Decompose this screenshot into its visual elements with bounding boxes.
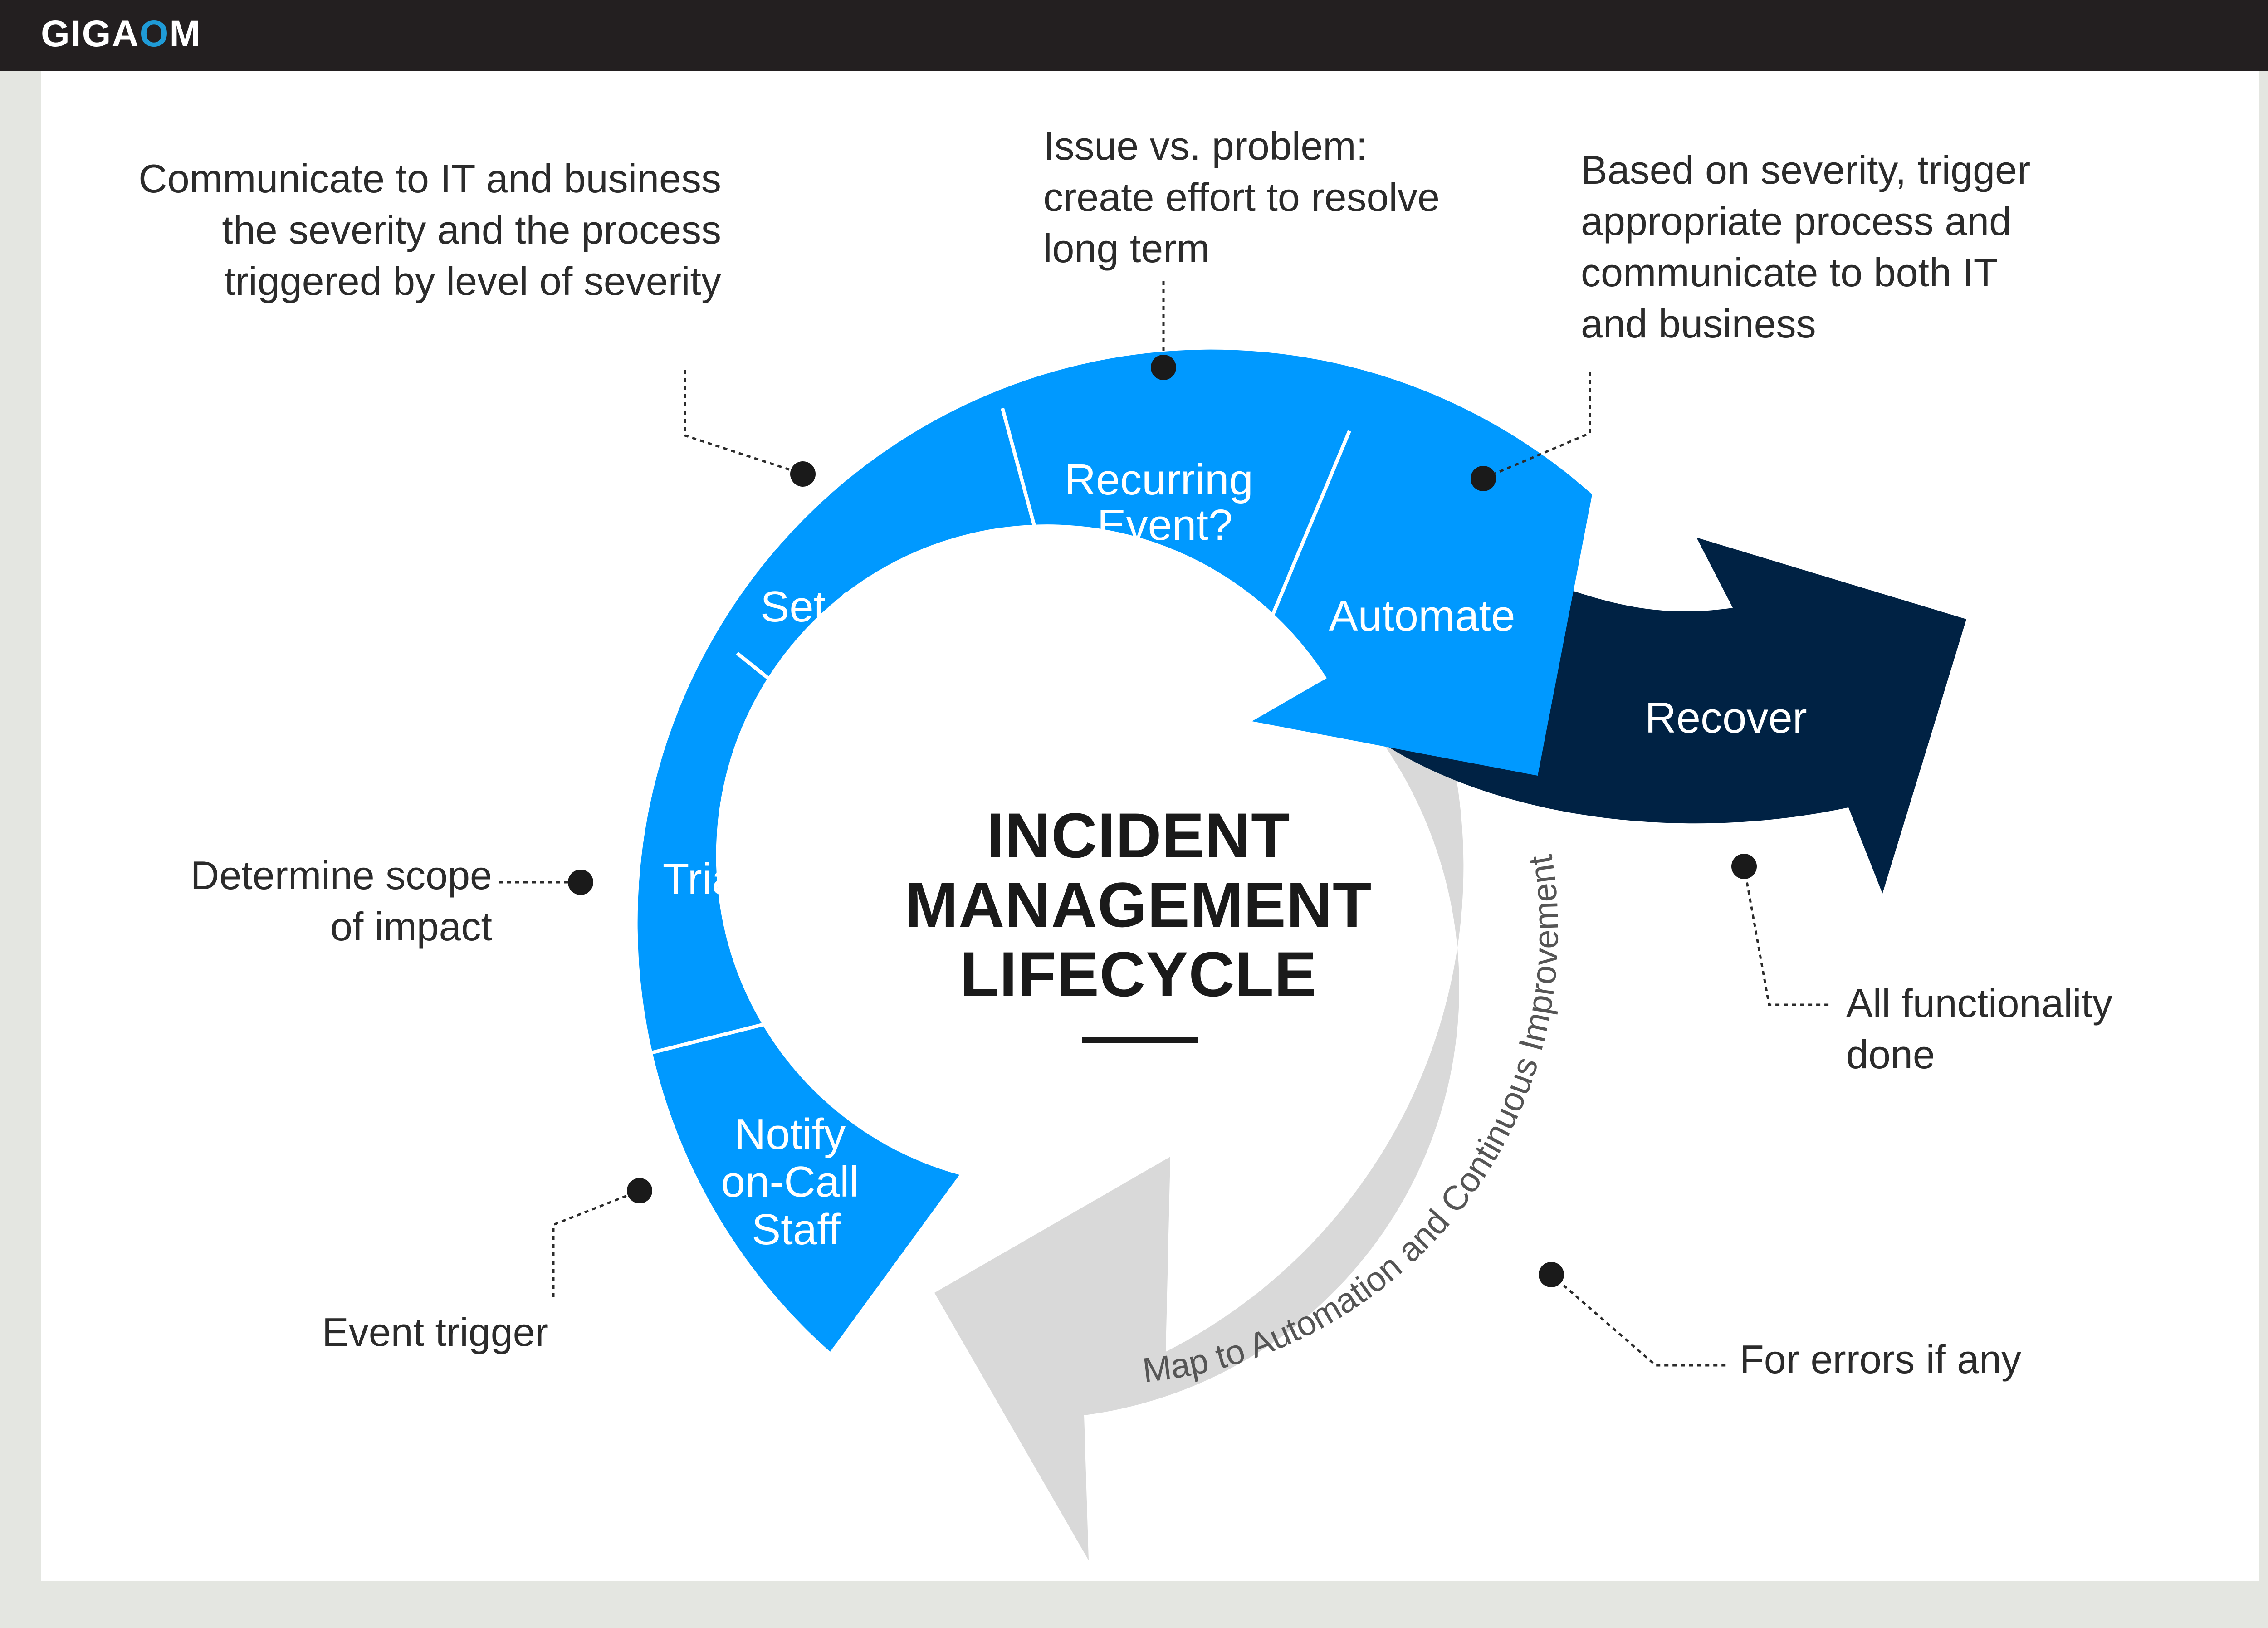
note-determine: Determine scope of impact: [190, 853, 492, 949]
header-bar: GIGAOM: [0, 0, 2268, 71]
recurring-line-2: Event?: [1097, 501, 1233, 549]
segment-set-severity-label: Set Severity: [760, 582, 995, 631]
lifecycle-arc: [637, 349, 1592, 1352]
notify-line-3: Staff: [752, 1205, 841, 1254]
logo-o: O: [139, 13, 170, 54]
segment-recurring-label: Recurring Event?: [1065, 455, 1266, 549]
dot-event-trigger: [627, 1178, 652, 1203]
segment-triage-label: Triage: [663, 855, 785, 903]
note-all-done: All functionality done: [1846, 981, 2112, 1077]
dot-errors: [1539, 1262, 1564, 1287]
title-underline: [1082, 1037, 1198, 1043]
notify-line-2: on-Call: [721, 1158, 859, 1206]
callout-dots: [568, 355, 1757, 1287]
logo-text-start: GIGA: [41, 13, 140, 54]
segment-automate-label: Automate: [1329, 592, 1515, 640]
improvement-arrow: [934, 744, 1464, 1560]
segment-dividers: [626, 407, 1351, 1061]
note-communicate: Communicate to IT and business the sever…: [138, 156, 721, 303]
dot-determine: [568, 870, 593, 895]
segment-recover-label: Recover: [1645, 694, 1807, 742]
note-errors: For errors if any: [1740, 1337, 2022, 1382]
dot-communicate: [790, 461, 816, 487]
dot-based: [1471, 466, 1496, 491]
gigaom-logo: GIGAOM: [41, 15, 201, 53]
note-event-trigger: Event trigger: [322, 1310, 548, 1354]
note-issue: Issue vs. problem: create effort to reso…: [1043, 123, 1440, 271]
segment-notify-label: Notify on-Call Staff: [721, 1110, 871, 1254]
callout-lines: [499, 281, 1833, 1367]
notify-line-1: Notify: [734, 1110, 846, 1159]
dot-all-done: [1731, 854, 1757, 879]
dot-issue: [1151, 355, 1176, 380]
logo-text-end: M: [169, 13, 201, 54]
diagram-title: INCIDENT MANAGEMENT LIFECYCLE: [905, 800, 1372, 1010]
recurring-line-1: Recurring: [1065, 455, 1253, 504]
note-based: Based on severity, trigger appropriate p…: [1581, 147, 2031, 346]
